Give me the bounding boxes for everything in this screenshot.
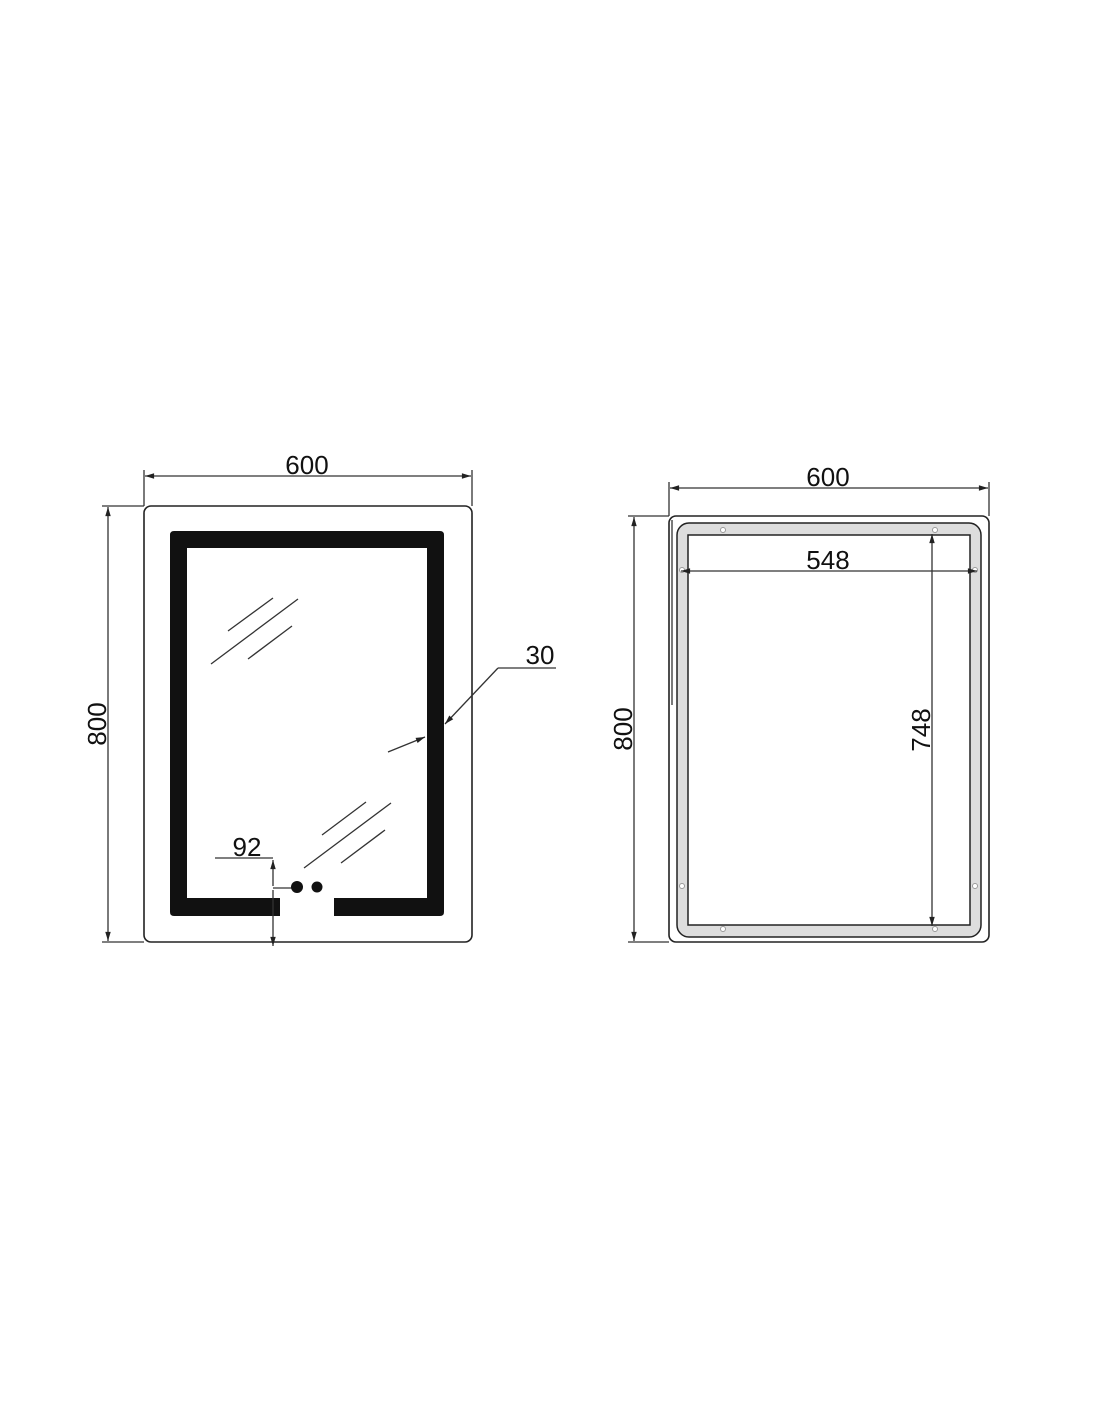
mirror-outline — [143, 505, 473, 943]
led-width-leader — [444, 667, 499, 725]
inner-height-label: 748 — [906, 708, 936, 751]
touch-switch-icon — [291, 881, 303, 893]
back-height-label: 800 — [608, 707, 638, 750]
width-label: 600 — [285, 450, 328, 480]
switch-offset-label: 92 — [233, 832, 262, 862]
inner-width-label: 548 — [806, 545, 849, 575]
front-view: 600 800 30 92 — [82, 450, 556, 946]
touch-switch-icon — [311, 881, 323, 893]
mirror-back-outline — [668, 515, 990, 943]
glass-reflection-icon — [210, 597, 392, 869]
height-label: 800 — [82, 702, 112, 745]
back-view: 600 800 548 748 — [608, 462, 990, 943]
led-light-strip — [170, 531, 444, 916]
back-width-label: 600 — [806, 462, 849, 492]
led-width-label: 30 — [526, 640, 555, 670]
